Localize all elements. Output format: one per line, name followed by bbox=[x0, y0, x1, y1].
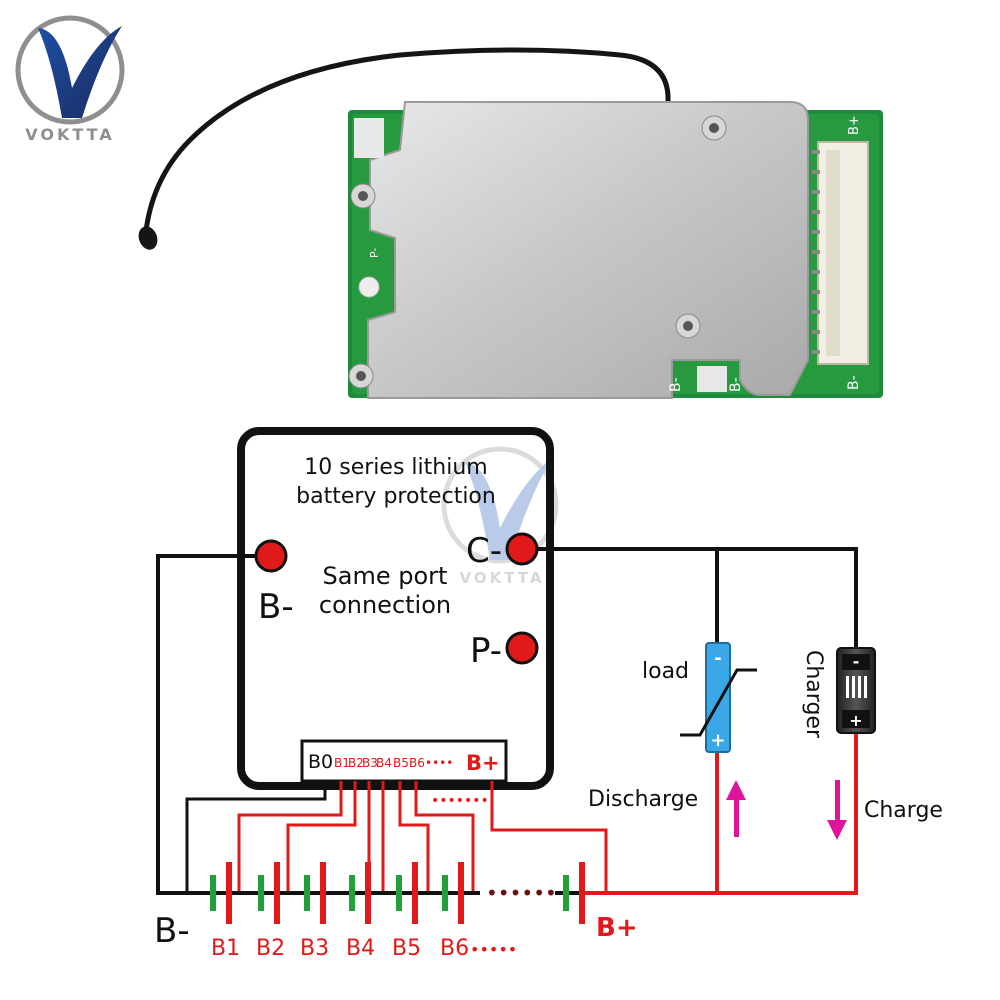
wiring-diagram: 10 series lithium battery protection Sam… bbox=[154, 427, 943, 961]
screw bbox=[701, 115, 727, 141]
protection-module-box bbox=[237, 427, 554, 790]
terminal-p-minus bbox=[505, 631, 539, 665]
discharge-arrow-up bbox=[726, 780, 746, 837]
load-resistor: - + bbox=[680, 642, 757, 753]
load-label: load bbox=[642, 659, 689, 684]
load-plus-sign: + bbox=[710, 730, 725, 751]
cell-label-b2: B2 bbox=[256, 936, 285, 961]
cell-b1 bbox=[210, 862, 232, 924]
terminal-c-minus-label: C- bbox=[466, 531, 502, 571]
connector-pin-b4: B4 bbox=[376, 756, 392, 770]
balance-connector-strip bbox=[300, 739, 508, 783]
logo-v-mark bbox=[38, 26, 122, 118]
connector-pin-b1: B1 bbox=[334, 756, 350, 770]
cell-b3 bbox=[304, 862, 326, 924]
balance-connector bbox=[817, 141, 869, 365]
wire-bplus-sense bbox=[490, 781, 608, 893]
cell-label-b5: B5 bbox=[392, 936, 421, 961]
cell-label-b1: B1 bbox=[211, 936, 240, 961]
connector-pin-b2: B2 bbox=[348, 756, 364, 770]
watermark-wordmark: VOKTTA bbox=[460, 569, 545, 587]
cell-last bbox=[563, 862, 585, 924]
connector-dots: •••• bbox=[425, 756, 453, 770]
screw bbox=[348, 363, 374, 389]
ntc-probe bbox=[138, 226, 158, 250]
connector-pin-b0: B0 bbox=[308, 751, 333, 773]
cell-chain-dots: •••••• bbox=[486, 881, 557, 905]
terminal-b-minus bbox=[254, 539, 288, 573]
wire-b5 bbox=[398, 781, 430, 893]
solder-pad bbox=[358, 276, 380, 298]
cell-label-dots: ••••• bbox=[470, 940, 517, 959]
wire-b6 bbox=[414, 781, 475, 893]
connector-pin-b5: B5 bbox=[393, 756, 409, 770]
charger-minus-sign: - bbox=[853, 652, 860, 671]
watermark-logo: VOKTTA bbox=[441, 446, 559, 587]
bms-board-photo: P- B- B- B- B+ bbox=[138, 47, 883, 399]
screw bbox=[350, 183, 376, 209]
silk-b-minus: B- bbox=[846, 375, 862, 390]
module-title-line2: battery protection bbox=[296, 484, 496, 509]
connector-pin-bplus: B+ bbox=[466, 751, 500, 775]
silk-b-minus: B- bbox=[728, 377, 744, 392]
connector-pin-b3: B3 bbox=[362, 756, 378, 770]
wire-b2 bbox=[286, 781, 357, 893]
charger-label: Charger bbox=[801, 650, 826, 739]
silk-b-minus: B- bbox=[668, 377, 684, 392]
charge-label: Charge bbox=[864, 798, 943, 823]
module-title-line1: 10 series lithium bbox=[304, 455, 487, 480]
screw bbox=[675, 313, 701, 339]
cell-b5 bbox=[396, 862, 418, 924]
wire-b1 bbox=[237, 781, 343, 893]
wire-bplus-main bbox=[585, 733, 858, 895]
cell-b6 bbox=[442, 862, 464, 924]
load-variable-slash bbox=[680, 668, 757, 737]
wire-b-minus-main bbox=[156, 554, 256, 895]
pack-b-minus-label: B- bbox=[154, 911, 190, 951]
pack-b-plus-label: B+ bbox=[596, 913, 638, 943]
charge-arrow-down bbox=[827, 780, 847, 840]
connector-pins bbox=[812, 150, 820, 354]
logo-wordmark: VOKTTA bbox=[25, 125, 114, 144]
ntc-wire bbox=[142, 47, 671, 241]
cell-b2 bbox=[258, 862, 280, 924]
terminal-p-minus-label: P- bbox=[470, 631, 502, 671]
silk-b-plus: B+ bbox=[847, 115, 862, 135]
charger-plus-sign: + bbox=[849, 711, 862, 730]
brand-logo: VOKTTA bbox=[15, 15, 125, 144]
solder-pad bbox=[697, 366, 727, 392]
metal-heatsink bbox=[367, 101, 809, 399]
cell-label-b4: B4 bbox=[346, 936, 375, 961]
discharge-label: Discharge bbox=[588, 787, 698, 812]
balance-wires bbox=[237, 781, 608, 893]
load-minus-sign: - bbox=[714, 648, 721, 669]
same-port-line1: Same port bbox=[323, 562, 448, 590]
logo-ring bbox=[15, 15, 125, 125]
terminal-b-minus-label: B- bbox=[258, 587, 294, 627]
wire-c-minus bbox=[537, 547, 858, 648]
cell-label-b6: B6 bbox=[440, 936, 469, 961]
solder-pad bbox=[354, 118, 384, 158]
charger-icon: - + bbox=[836, 647, 876, 734]
same-port-line2: connection bbox=[319, 591, 451, 619]
connector-pin-b6: B6 bbox=[409, 756, 425, 770]
wire-b0 bbox=[185, 781, 327, 893]
cell-label-b3: B3 bbox=[300, 936, 329, 961]
terminal-c-minus bbox=[505, 532, 539, 566]
cell-b4 bbox=[349, 862, 371, 924]
connector-dots-extra: ••••••• bbox=[431, 793, 489, 809]
silk-p-minus: P- bbox=[368, 248, 381, 258]
